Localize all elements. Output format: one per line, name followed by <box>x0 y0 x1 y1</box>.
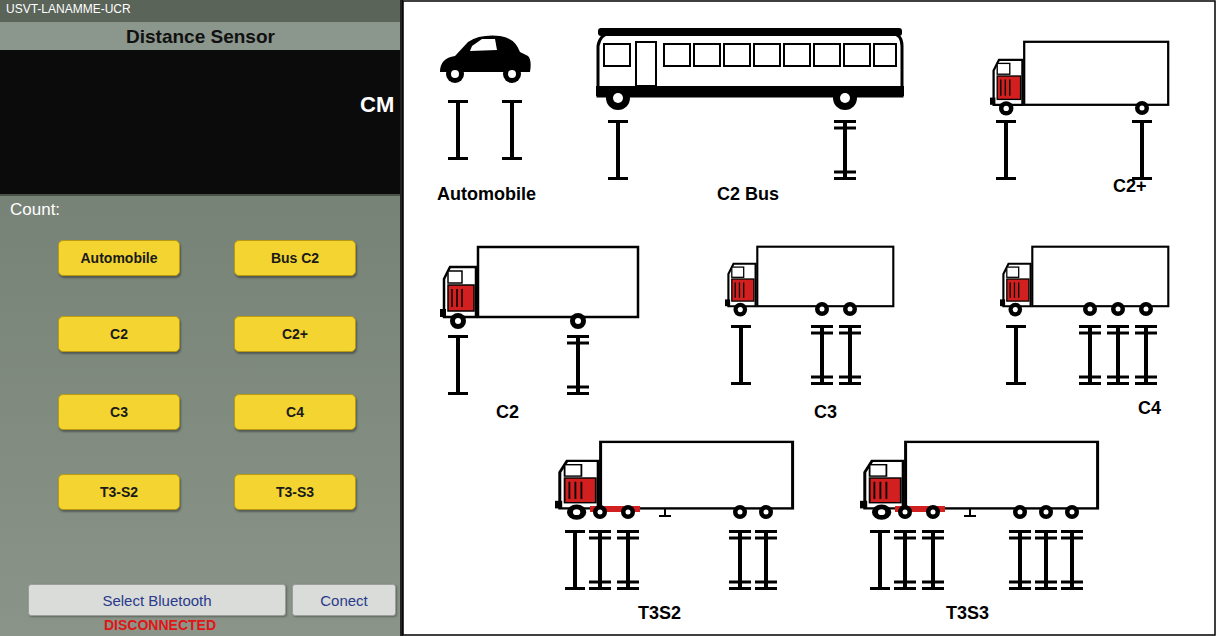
button-text: T3-S2 <box>100 484 138 500</box>
vehicle-name: Automobile <box>437 184 536 205</box>
button-text: Bus C2 <box>271 250 319 266</box>
button-text: Select Bluetooth <box>102 592 211 609</box>
count-button: T3-S3 <box>234 474 356 510</box>
vehicle-name: C2 Bus <box>717 184 779 205</box>
vehicle-name: C4 <box>1138 398 1161 419</box>
count-button: C4 <box>234 394 356 430</box>
count-button: Automobile <box>58 240 180 276</box>
section-label: Count: <box>10 200 60 220</box>
vehicle-name: C2 <box>496 402 519 423</box>
connect-button: Conect <box>292 584 396 616</box>
count-button: C3 <box>58 394 180 430</box>
vehicle-name: C2+ <box>1113 176 1147 197</box>
vehicle-name: T3S3 <box>946 603 989 624</box>
button-text: C4 <box>286 404 304 420</box>
count-button: C2+ <box>234 316 356 352</box>
button-text: C2 <box>110 326 128 342</box>
screen-title: Distance Sensor <box>126 26 275 48</box>
button-text: Conect <box>320 592 368 609</box>
app-name: USVT-LANAMME-UCR <box>6 3 131 17</box>
bluetooth-button: Select Bluetooth <box>28 584 286 616</box>
count-button: Bus C2 <box>234 240 356 276</box>
button-text: T3-S3 <box>276 484 314 500</box>
button-text: C2+ <box>282 326 308 342</box>
count-button: T3-S2 <box>58 474 180 510</box>
unit-label: CM <box>360 92 394 117</box>
button-text: Automobile <box>81 250 158 266</box>
count-button: C2 <box>58 316 180 352</box>
vehicle-name: C3 <box>814 402 837 423</box>
vehicle-name: T3S2 <box>638 603 681 624</box>
status-text: DISCONNECTED <box>104 617 216 633</box>
button-text: C3 <box>110 404 128 420</box>
